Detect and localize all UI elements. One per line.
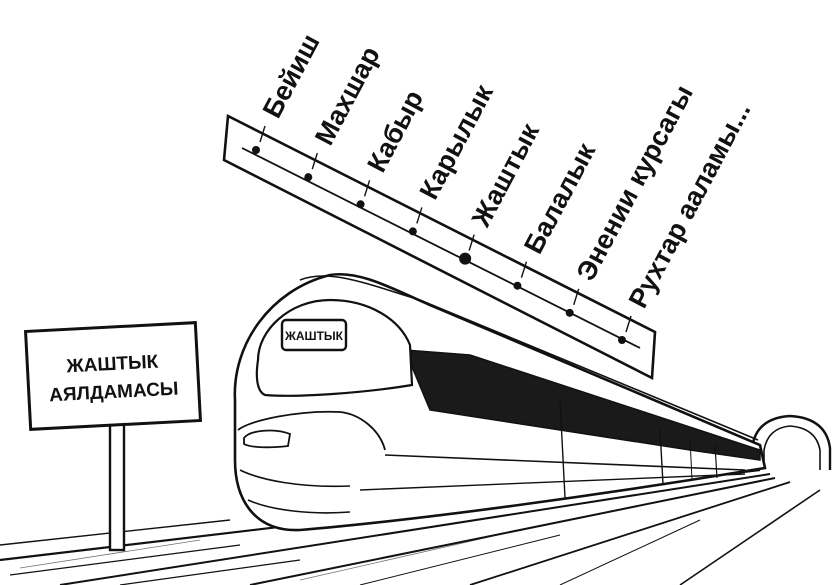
station-tick bbox=[416, 207, 423, 224]
station-label: Кабыр bbox=[361, 85, 429, 177]
station-dot bbox=[565, 308, 574, 317]
station-dot bbox=[304, 173, 313, 182]
destination-display bbox=[280, 318, 348, 352]
station-dot-current bbox=[459, 252, 472, 265]
headlight-left bbox=[243, 429, 292, 449]
station-tick bbox=[259, 125, 266, 143]
destination-text: ЖАШТЫК bbox=[284, 329, 344, 343]
sign-board bbox=[23, 321, 203, 431]
station-dot bbox=[618, 336, 626, 344]
train: ЖАШТЫК bbox=[233, 272, 767, 532]
station-dot bbox=[513, 281, 522, 290]
station-label: Бейиш bbox=[257, 29, 326, 123]
station-tick bbox=[520, 261, 528, 278]
route-line bbox=[241, 147, 641, 349]
station-tick bbox=[573, 288, 580, 306]
sign-post bbox=[108, 418, 126, 552]
tunnel bbox=[750, 414, 832, 470]
station-dot bbox=[356, 200, 365, 209]
station-dot bbox=[252, 146, 260, 154]
platform-sign: ЖАШТЫК АЯЛДАМАСЫ bbox=[23, 321, 203, 552]
station-tick bbox=[311, 152, 318, 170]
sign-line-1: ЖАШТЫК bbox=[65, 352, 159, 378]
station-dot bbox=[408, 227, 417, 236]
station-tick bbox=[468, 234, 475, 251]
station-label: Махшар bbox=[309, 42, 386, 150]
station-tick bbox=[363, 180, 371, 197]
station-label: Рухтар ааламы... bbox=[623, 97, 757, 313]
station-tick bbox=[625, 315, 632, 333]
window-band bbox=[403, 349, 761, 461]
